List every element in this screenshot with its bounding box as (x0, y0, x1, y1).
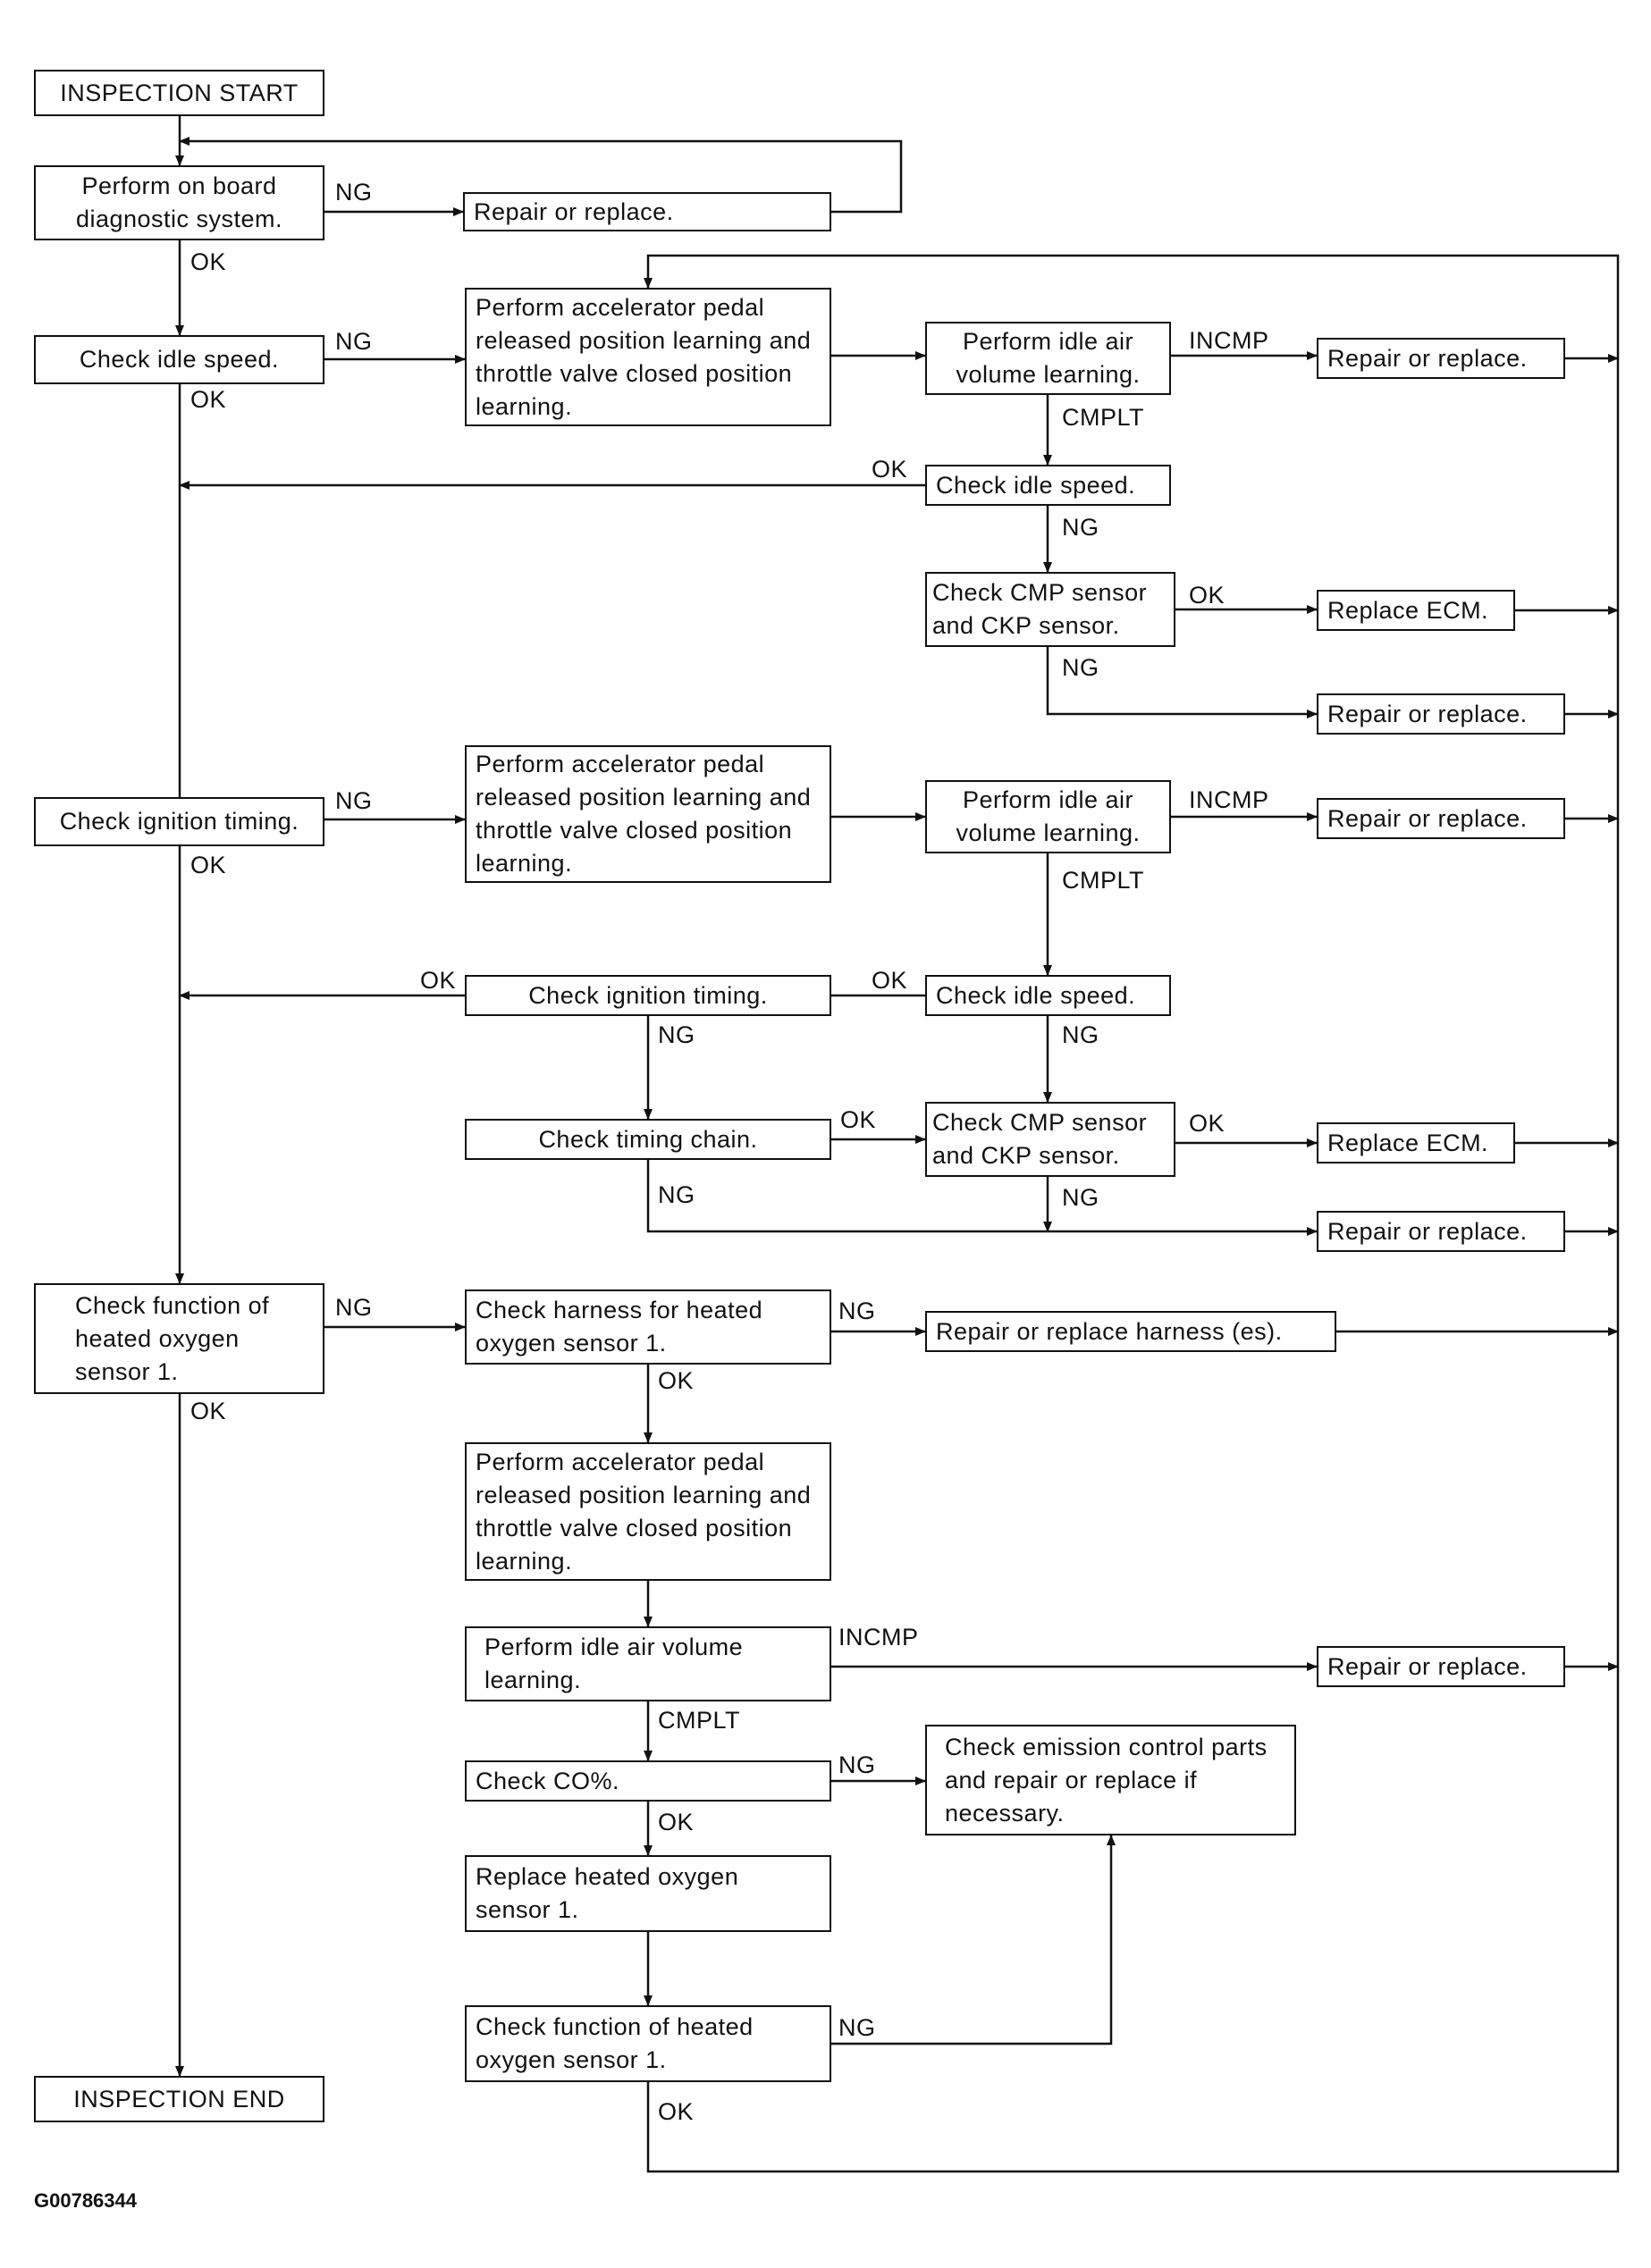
idle-air-learning-box-1: Perform idle air volume learning. (925, 322, 1171, 395)
replace-ecm-box-2: Replace ECM. (1317, 1122, 1515, 1163)
edge-label-ok: OK (658, 1809, 695, 1835)
obd-check-box: Perform on board diagnostic system. (34, 165, 324, 240)
repair-box-2: Repair or replace. (1317, 693, 1565, 735)
cmp-ckp-check-box-2: Check CMP sensor and CKP sensor. (925, 1102, 1175, 1177)
timing-chain-check-box: Check timing chain. (465, 1119, 831, 1160)
inspection-end-box: INSPECTION END (34, 2076, 324, 2122)
cmp-ckp-check-box-1: Check CMP sensor and CKP sensor. (925, 572, 1175, 647)
edge-label-ng: NG (335, 787, 373, 814)
harness-check-box: Check harness for heated oxygen sensor 1… (465, 1289, 831, 1365)
edge-label-incmp: INCMP (1189, 327, 1269, 354)
edge-label-cmplt: CMPLT (1062, 867, 1145, 894)
edge-label-ok: OK (872, 967, 908, 994)
learning-box-3: Perform accelerator pedal released posit… (465, 1442, 831, 1581)
edge-label-ok: OK (658, 2098, 695, 2125)
edge-label-ok: OK (190, 1398, 227, 1424)
ho2s-function-check-box: Check function of heated oxygen sensor 1… (34, 1283, 324, 1394)
edge-label-ok: OK (1189, 582, 1226, 609)
replace-ecm-box-1: Replace ECM. (1317, 590, 1515, 631)
connector-line (831, 1835, 1116, 2045)
ho2s-function-check-box-2: Check function of heated oxygen sensor 1… (465, 2005, 831, 2082)
edge-label-ng: NG (1062, 654, 1099, 681)
figure-code: G00786344 (34, 2189, 137, 2212)
edge-label-ok: OK (872, 456, 908, 483)
emission-check-box: Check emission control parts and repair … (925, 1725, 1296, 1835)
co-check-box: Check CO%. (465, 1760, 831, 1802)
ignition-timing-check-box: Check ignition timing. (34, 797, 324, 846)
repair-box-1: Repair or replace. (1317, 338, 1565, 379)
edge-label-ng: NG (335, 179, 373, 206)
edge-label-ok: OK (1189, 1110, 1226, 1137)
idle-speed-check-box: Check idle speed. (34, 335, 324, 384)
edge-label-ng: NG (335, 328, 373, 355)
edge-label-ok: OK (840, 1106, 877, 1133)
learning-box-1: Perform accelerator pedal released posit… (465, 288, 831, 426)
idle-speed-check-box-3: Check idle speed. (925, 975, 1171, 1016)
edge-label-ok: OK (190, 248, 227, 275)
edge-label-ng: NG (1062, 1184, 1099, 1211)
connector-line (644, 254, 1620, 2173)
edge-label-cmplt: CMPLT (658, 1707, 741, 1734)
replace-ho2s-box: Replace heated oxygen sensor 1. (465, 1855, 831, 1932)
edge-label-ng: NG (658, 1181, 695, 1208)
edge-label-ng: NG (1062, 1021, 1099, 1048)
edge-label-ng: NG (838, 1751, 876, 1778)
edge-label-ng: NG (1062, 514, 1099, 541)
edge-label-ng: NG (335, 1294, 373, 1321)
idle-speed-check-box-2: Check idle speed. (925, 465, 1171, 506)
edge-label-ng: NG (838, 2014, 876, 2041)
idle-air-learning-box-3: Perform idle air volume learning. (465, 1626, 831, 1701)
connector-line (179, 137, 903, 214)
idle-air-learning-box-2: Perform idle air volume learning. (925, 780, 1171, 853)
edge-label-ok: OK (658, 1367, 695, 1394)
edge-label-ok: OK (190, 386, 227, 413)
connector-line (646, 1160, 1318, 1236)
repair-box-4: Repair or replace. (1317, 1211, 1565, 1252)
edge-label-ng: NG (658, 1021, 695, 1048)
edge-label-cmplt: CMPLT (1062, 404, 1145, 431)
learning-box-2: Perform accelerator pedal released posit… (465, 745, 831, 883)
repair-harness-box: Repair or replace harness (es). (925, 1311, 1336, 1352)
repair-box-3: Repair or replace. (1317, 798, 1565, 839)
edge-label-ok: OK (420, 967, 457, 994)
edge-label-incmp: INCMP (1189, 786, 1269, 813)
connector-line (1046, 647, 1318, 718)
ignition-timing-check-box-2: Check ignition timing. (465, 975, 831, 1016)
repair-top-box: Repair or replace. (463, 192, 831, 231)
repair-box-5: Repair or replace. (1317, 1646, 1565, 1687)
edge-label-incmp: INCMP (838, 1624, 919, 1651)
inspection-start-box: INSPECTION START (34, 70, 324, 116)
edge-label-ok: OK (190, 852, 227, 878)
edge-label-ng: NG (838, 1298, 876, 1324)
